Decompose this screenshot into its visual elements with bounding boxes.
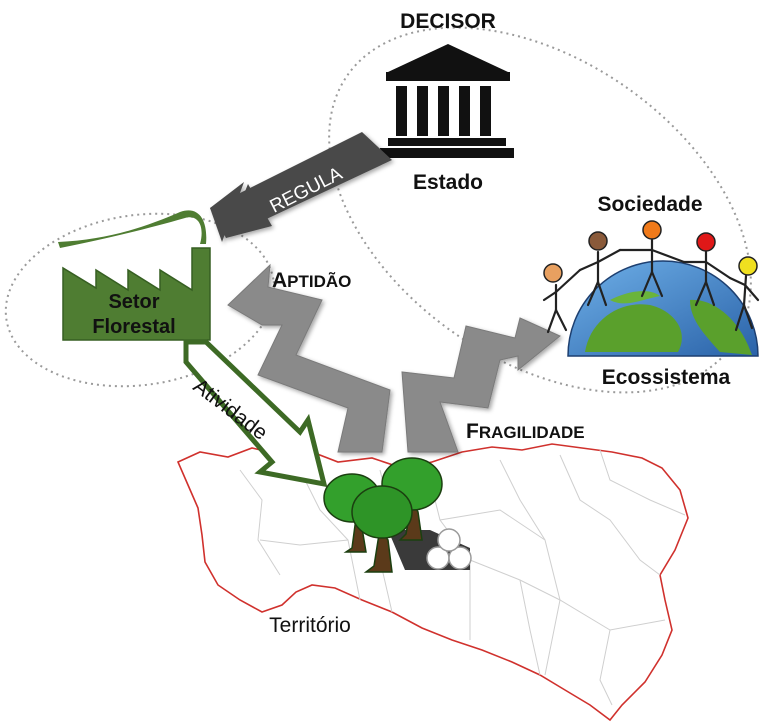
person-head-1 <box>543 263 563 283</box>
sociedade-label: Sociedade <box>597 193 702 216</box>
fragilidade-initial: F <box>466 420 479 443</box>
regula-arrow <box>210 132 392 242</box>
person-head-3 <box>642 220 662 240</box>
trees-icon <box>323 457 443 573</box>
decisor-label: DECISOR <box>400 10 496 33</box>
ecossistema-label: Ecossistema <box>602 366 731 389</box>
setor-label-line1: Setor <box>108 291 159 313</box>
government-building-icon <box>380 44 514 158</box>
estado-label: Estado <box>413 171 483 194</box>
person-head-5 <box>738 256 758 276</box>
territory-map <box>176 443 689 722</box>
territorio-label: Território <box>269 614 351 637</box>
fragilidade-arrow <box>401 317 561 453</box>
person-head-2 <box>588 231 608 251</box>
aptidao-label: APTIDÃO <box>272 269 351 292</box>
fragilidade-rest: RAGILIDADE <box>479 423 585 442</box>
aptidao-initial: A <box>272 269 287 292</box>
setor-ellipse <box>4 212 276 388</box>
aptidao-arrow <box>227 263 391 453</box>
aptidao-rest: PTIDÃO <box>287 271 351 291</box>
fragilidade-label: FRAGILIDADE <box>466 420 585 443</box>
globe-icon <box>567 260 759 357</box>
people-chain-icon <box>542 238 760 334</box>
setor-label-line2: Florestal <box>92 316 175 338</box>
factory-icon <box>58 210 211 341</box>
people-heads <box>543 220 758 283</box>
person-head-4 <box>696 232 716 252</box>
atividade-arrow <box>183 339 328 488</box>
